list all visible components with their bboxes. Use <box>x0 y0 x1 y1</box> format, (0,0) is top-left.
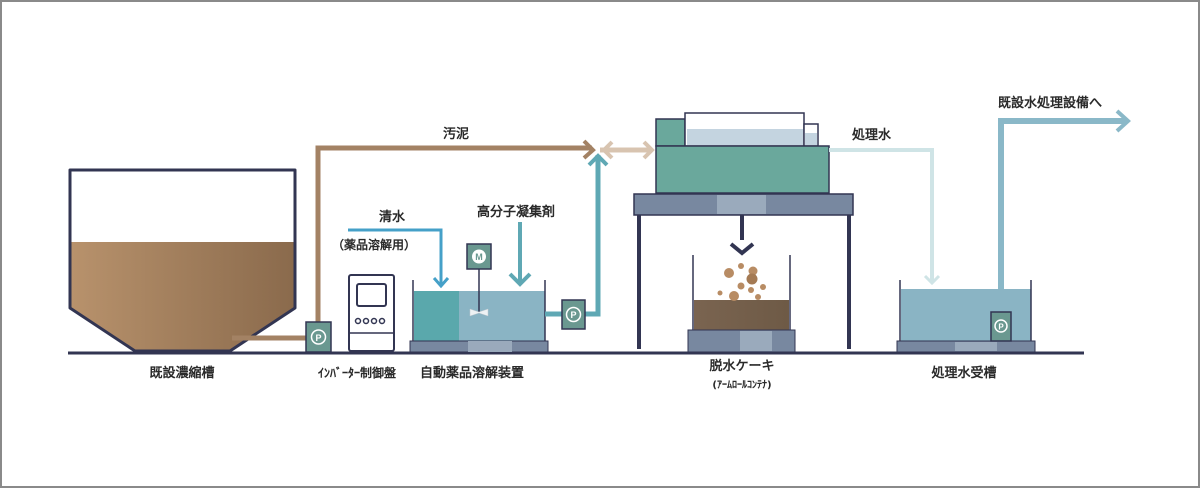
label-inverter-panel: ｲﾝﾊﾞｰﾀｰ制御盤 <box>318 365 397 380</box>
svg-text:P: P <box>998 323 1004 332</box>
inverter-control-panel <box>348 274 395 352</box>
press-body <box>655 145 830 194</box>
label-treated-water-tank: 処理水受槽 <box>930 365 996 381</box>
label-cake-container: (ｱｰﾑﾛｰﾙｺﾝﾃﾅ) <box>712 379 771 391</box>
outlet-pipe <box>998 109 1131 289</box>
thickener-pump: P <box>305 321 332 353</box>
chemical-arrow-head <box>587 153 609 167</box>
pump-icon <box>994 319 1008 333</box>
panel-screen <box>356 283 387 307</box>
dewatering-press <box>633 112 854 349</box>
svg-text:P: P <box>570 310 576 320</box>
treated-water-tank: P <box>896 280 1036 353</box>
thickener-outline <box>68 168 297 353</box>
polymer-pipe <box>508 222 532 287</box>
cake-drop-arrow-head <box>729 242 755 256</box>
sludge-arrow-head <box>582 139 596 160</box>
cake-particles <box>717 263 766 301</box>
label-polymer: 高分子凝集剤 <box>477 204 555 220</box>
label-clear-water: 清水 <box>379 209 406 225</box>
clear-water-pipe <box>348 228 450 289</box>
clear-water-arrow-head <box>432 277 450 289</box>
label-auto-dissolver: 自動薬品溶解装置 <box>420 365 524 381</box>
label-to-existing-facility: 既設水処理設備へ <box>998 95 1102 111</box>
mixer-blade <box>469 308 489 317</box>
dissolver-pump: P <box>561 299 586 330</box>
svg-text:P: P <box>315 333 321 343</box>
thickener-sludge <box>70 242 295 351</box>
label-treated-water: 処理水 <box>851 127 892 143</box>
pump-icon <box>310 329 327 345</box>
polymer-arrow-head <box>508 272 532 287</box>
chemical-feed-pipe <box>545 153 609 317</box>
label-clear-water-note: （薬品溶解用） <box>332 237 416 252</box>
outlet-arrow-head <box>1115 109 1131 133</box>
label-dewatered-cake: 脱水ケーキ <box>709 358 774 374</box>
svg-text:M: M <box>475 252 483 262</box>
label-thickener: 既設濃縮槽 <box>149 365 214 381</box>
motor-icon <box>472 249 486 264</box>
thickener-tank <box>68 168 297 353</box>
press-top-left <box>655 118 686 147</box>
sludge-pipe <box>232 139 655 341</box>
dewatered-cake-pile <box>694 300 789 330</box>
treated-water-pipe <box>829 148 941 286</box>
auto-dissolver-tank: M <box>409 243 549 353</box>
pump-icon <box>565 306 582 323</box>
cake-container <box>687 255 796 353</box>
mixed-arrow-head <box>642 140 655 160</box>
treated-tank-pump: P <box>990 311 1012 342</box>
label-sludge: 汚泥 <box>443 126 469 142</box>
treated-water-arrow-head <box>923 274 941 286</box>
